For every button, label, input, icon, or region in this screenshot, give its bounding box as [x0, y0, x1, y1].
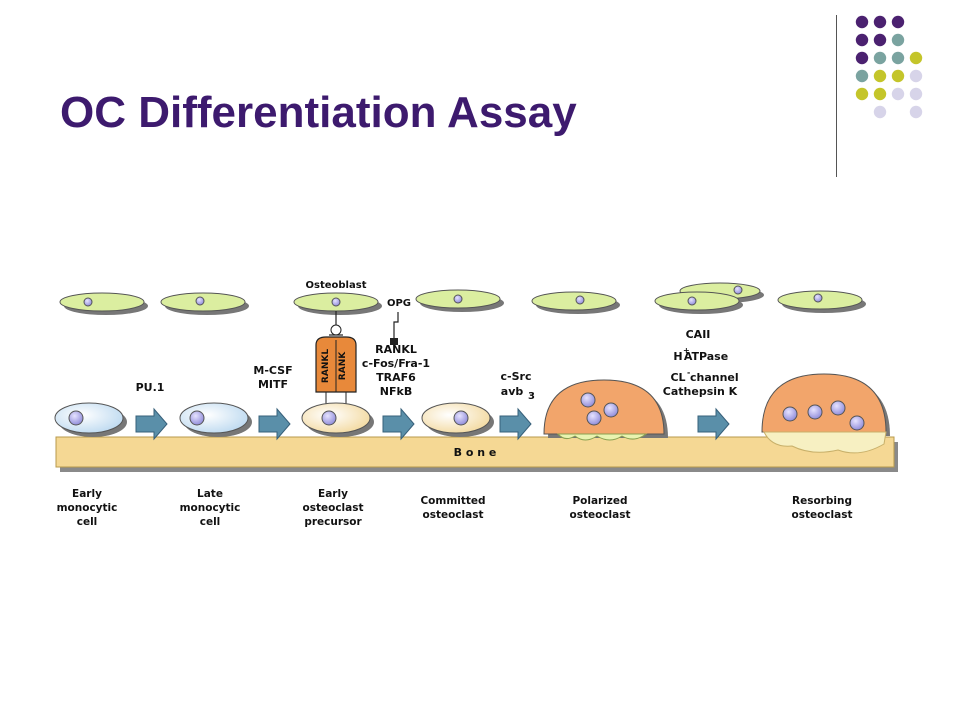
osteoblast-cell: [293, 292, 382, 315]
osteoblast-cell: [531, 291, 620, 314]
early-osteoclast-precursor-cell: [301, 402, 374, 437]
factor-csrc-group: c-Src avb 3: [501, 370, 535, 402]
factor-csrc: c-Src: [501, 370, 532, 383]
stage-arrow: [382, 407, 415, 441]
factor-avb: avb: [501, 385, 524, 398]
decorative-dot: [909, 51, 923, 65]
factor-avb-subscript: 3: [528, 391, 535, 402]
factor-mcsf: M-CSF: [253, 364, 292, 377]
early-monocytic-cell: [54, 402, 127, 437]
stage-arrow: [258, 407, 291, 441]
decorative-dot: [855, 69, 869, 83]
stage-label-late-monocytic: Late monocytic cell: [180, 488, 241, 528]
svg-text:Early: Early: [318, 488, 348, 500]
osteoblast-cell: [160, 292, 249, 315]
svg-text:Polarized: Polarized: [572, 495, 627, 507]
osteoblast-cell: [654, 291, 743, 314]
osteoblast-row: [59, 282, 866, 315]
decorative-dot: [873, 87, 887, 101]
stage-label-early-monocytic: Early monocytic cell: [57, 488, 118, 528]
rankl-receptor-label: RANKL: [321, 349, 331, 383]
decorative-dot: [855, 15, 869, 29]
factor-h: H: [673, 350, 682, 363]
bone-layer: B o n e: [55, 436, 898, 472]
osteoblast-cell: [415, 289, 504, 312]
svg-text:precursor: precursor: [304, 516, 362, 528]
decorative-dot: [909, 69, 923, 83]
svg-text:osteoclast: osteoclast: [423, 509, 484, 521]
decorative-dot: [873, 33, 887, 47]
stage-label-committed-osteoclast: Committed osteoclast: [420, 495, 485, 521]
progression-arrows: [135, 407, 730, 441]
title-divider-line: [836, 15, 837, 177]
decorative-dot-grid: [855, 15, 923, 119]
osteoblast-cell: [59, 292, 148, 315]
decorative-dot: [873, 15, 887, 29]
decorative-dot: [873, 51, 887, 65]
osteoblast-cell: [777, 290, 866, 313]
stage-arrow: [499, 407, 532, 441]
stage-label-polarized-osteoclast: Polarized osteoclast: [570, 495, 631, 521]
decorative-dot: [891, 15, 905, 29]
factor-nfkb: NFkB: [380, 385, 412, 398]
decorative-dot: [891, 69, 905, 83]
osteoblast-label: Osteoblast: [306, 280, 367, 291]
opg-label: OPG: [387, 298, 411, 309]
bone-label: B o n e: [454, 446, 497, 459]
decorative-dot: [873, 69, 887, 83]
decorative-dot: [891, 51, 905, 65]
committed-osteoclast-cell: [421, 402, 494, 437]
svg-text:monocytic: monocytic: [180, 502, 241, 514]
stage-label-early-osteoclast-precursor: Early osteoclast precursor: [303, 488, 364, 528]
factor-mitf: MITF: [258, 378, 288, 391]
decorative-dot: [909, 105, 923, 119]
decorative-dot: [909, 87, 923, 101]
decorative-dot: [891, 87, 905, 101]
factor-pu1: PU.1: [136, 381, 165, 394]
late-monocytic-cell: [179, 402, 252, 437]
decorative-dot: [855, 87, 869, 101]
svg-text:cell: cell: [200, 516, 221, 528]
factor-caii: CAII: [686, 328, 711, 341]
opg-inhibitor: OPG: [387, 298, 411, 345]
factor-h-superscript: +: [683, 346, 690, 355]
svg-text:Resorbing: Resorbing: [792, 495, 852, 507]
factor-mcsf-group: M-CSF MITF: [253, 364, 292, 391]
svg-text:osteoclast: osteoclast: [303, 502, 364, 514]
svg-text:Early: Early: [72, 488, 102, 500]
decorative-dot: [855, 33, 869, 47]
rankl-rank-receptor: RANKL RANK: [315, 311, 357, 408]
svg-text:cell: cell: [77, 516, 98, 528]
decorative-dot: [873, 105, 887, 119]
factor-rankl-group: RANKL c-Fos/Fra-1 TRAF6 NFkB: [362, 343, 430, 398]
factor-cl-superscript: -: [687, 368, 690, 377]
stage-arrow: [135, 407, 168, 441]
stage-arrow: [697, 407, 730, 441]
slide-title: OC Differentiation Assay: [60, 88, 577, 137]
factor-cl: CL: [670, 371, 685, 384]
factor-atpase: ATPase: [684, 350, 728, 363]
factor-channel: channel: [690, 371, 739, 384]
factor-cfos-fra1: c-Fos/Fra-1: [362, 357, 430, 370]
svg-text:osteoclast: osteoclast: [792, 509, 853, 521]
svg-text:Late: Late: [197, 488, 223, 500]
factor-cathepsin-k: Cathepsin K: [663, 385, 738, 398]
decorative-dot: [855, 51, 869, 65]
stage-labels: Early monocytic cell Late monocytic cell…: [57, 488, 853, 528]
svg-text:osteoclast: osteoclast: [570, 509, 631, 521]
factor-traf6: TRAF6: [376, 371, 416, 384]
svg-text:monocytic: monocytic: [57, 502, 118, 514]
rank-receptor-label: RANK: [338, 351, 348, 380]
svg-text:Committed: Committed: [420, 495, 485, 507]
factor-cai-group: CAII H + ATPase CL - channel Cathepsin K: [663, 328, 739, 398]
decorative-dot: [891, 33, 905, 47]
factor-rankl: RANKL: [375, 343, 417, 356]
stage-label-resorbing-osteoclast: Resorbing osteoclast: [792, 495, 853, 521]
polarized-osteoclast-cell: [543, 379, 668, 441]
resorbing-osteoclast-cell: [761, 373, 890, 454]
